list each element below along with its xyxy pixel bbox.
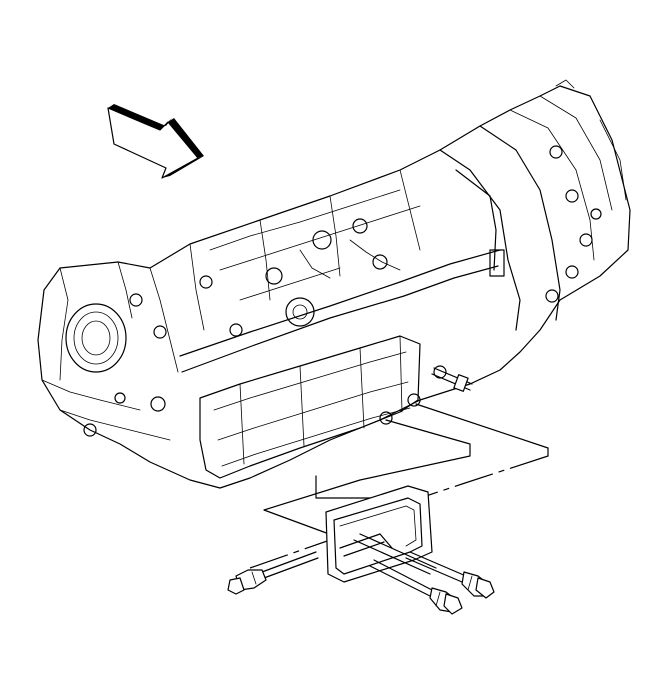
bolt-center xyxy=(369,559,463,615)
transmission-bellhousing xyxy=(439,79,627,331)
engine-block xyxy=(37,85,631,489)
mounting-bolt-upper xyxy=(431,367,473,392)
front-direction-arrow xyxy=(107,104,204,179)
flywheel-inspection-cover xyxy=(325,485,437,583)
bolt-left xyxy=(227,551,319,595)
bolt-right xyxy=(405,551,495,599)
oil-pan xyxy=(199,335,421,479)
